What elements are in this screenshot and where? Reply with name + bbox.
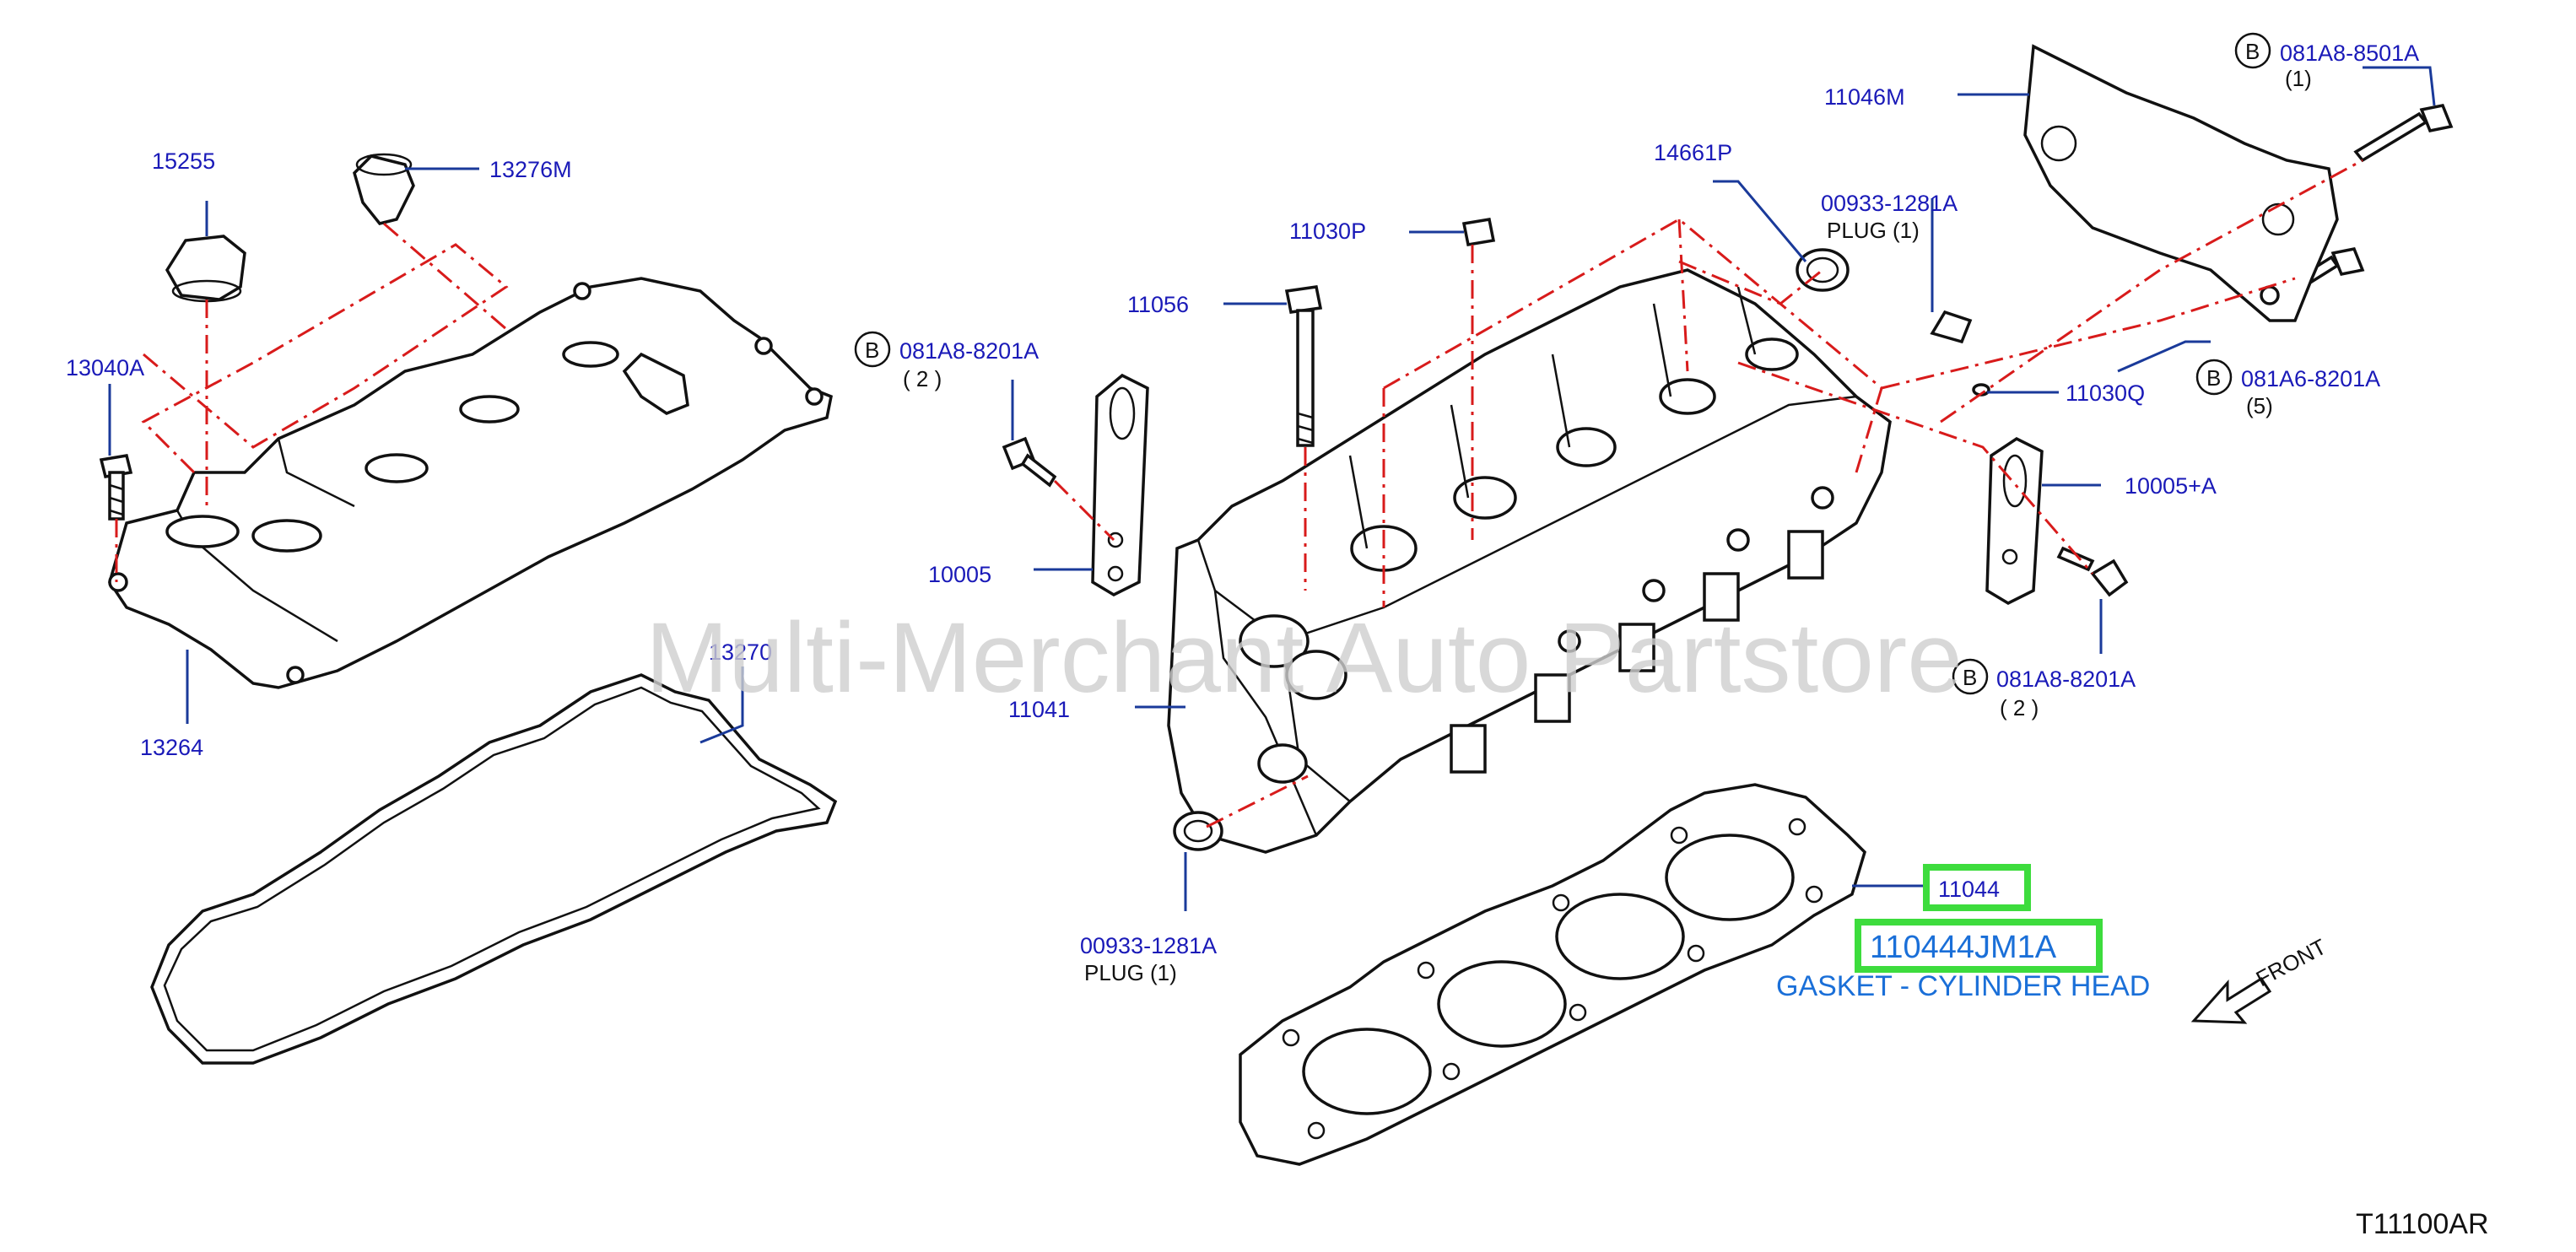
head-bolt-11056 <box>1284 285 1323 447</box>
callout-00933-bottom[interactable]: 00933-1281A <box>1080 933 1217 958</box>
front-arrow-icon <box>2190 976 2272 1024</box>
bolt-13040A <box>99 454 133 521</box>
qty-081A8-8201A-right: ( 2 ) <box>2000 695 2039 720</box>
engine-hanger-10005 <box>1091 373 1149 596</box>
plug-00933-bottom <box>1173 811 1223 851</box>
front-label: FRONT <box>2252 934 2330 992</box>
b-marker-text-2: B <box>2245 39 2260 64</box>
callout-13276M[interactable]: 13276M <box>489 157 572 182</box>
timing-cover-11046M <box>2023 44 2339 322</box>
head-gasket-11044 <box>1239 783 1866 1166</box>
b-marker-2 <box>2234 32 2271 69</box>
breather-13276M <box>353 153 415 225</box>
callout-14661P[interactable]: 14661P <box>1654 140 1732 165</box>
oil-filler-cap-15255 <box>165 235 246 303</box>
callout-11056[interactable]: 11056 <box>1127 292 1189 317</box>
b-marker-text-3: B <box>2206 365 2221 391</box>
plug-label-top: PLUG (1) <box>1827 218 1920 243</box>
plug-label-bottom: PLUG (1) <box>1084 960 1177 985</box>
b-marker-4 <box>1952 658 1989 695</box>
plug-00933-top <box>1796 248 1850 292</box>
callout-11041[interactable]: 11041 <box>1008 697 1070 722</box>
b-marker-3 <box>2195 359 2233 396</box>
watermark: Multi-Merchant Auto Partstore <box>645 602 1963 714</box>
callout-15255[interactable]: 15255 <box>152 148 215 174</box>
highlight-box-part-number <box>1855 919 2103 973</box>
assembly-centerlines <box>115 159 2363 828</box>
callout-081A8-8201A-left[interactable]: 081A8-8201A <box>899 338 1039 364</box>
drawing-reference: T11100AR <box>2356 1208 2489 1240</box>
cylinder-head-11041 <box>1167 268 1892 854</box>
bolt-081A8-8201A-left <box>1002 436 1057 488</box>
callout-081A8-8201A-right[interactable]: 081A8-8201A <box>1996 666 2136 692</box>
callout-11030P[interactable]: 11030P <box>1289 219 1366 244</box>
rocker-cover-gasket-13270 <box>150 673 838 1065</box>
callout-13264[interactable]: 13264 <box>140 735 203 760</box>
highlighted-part-number[interactable]: 110444JM1A <box>1870 930 2057 965</box>
callout-11046M[interactable]: 11046M <box>1824 84 1905 110</box>
callout-081A6-8201A[interactable]: 081A6-8201A <box>2241 366 2380 391</box>
callout-00933-top[interactable]: 00933-1281A <box>1821 191 1958 216</box>
qty-081A8-8501A: (1) <box>2285 66 2312 91</box>
callout-10005[interactable]: 10005 <box>928 562 991 587</box>
callout-11044[interactable]: 11044 <box>1938 877 2000 902</box>
callout-10005A[interactable]: 10005+A <box>2125 473 2217 499</box>
callout-081A8-8501A[interactable]: 081A8-8501A <box>2280 40 2419 66</box>
bolt-081A8-8501A <box>2353 103 2454 163</box>
part-description: GASKET - CYLINDER HEAD <box>1776 970 2150 1002</box>
highlight-box-11044 <box>1923 864 2031 911</box>
callout-13040A[interactable]: 13040A <box>66 355 144 380</box>
callout-13270[interactable]: 13270 <box>709 639 772 665</box>
leader-lines <box>108 66 2436 911</box>
valve-cover-13264 <box>108 277 834 689</box>
callout-11030Q[interactable]: 11030Q <box>2066 380 2145 406</box>
qty-081A6-8201A: (5) <box>2246 393 2273 418</box>
seal-14661P <box>1930 310 1973 344</box>
b-marker-text-1: B <box>865 337 879 363</box>
qty-081A8-8201A-left: ( 2 ) <box>903 366 942 391</box>
b-marker-text-4: B <box>1963 665 1977 690</box>
b-marker-1 <box>854 331 891 368</box>
engine-hanger-10005A <box>1985 436 2044 605</box>
plug-11030P <box>1461 217 1496 247</box>
bolt-081A8-8201A-right <box>2056 546 2129 597</box>
